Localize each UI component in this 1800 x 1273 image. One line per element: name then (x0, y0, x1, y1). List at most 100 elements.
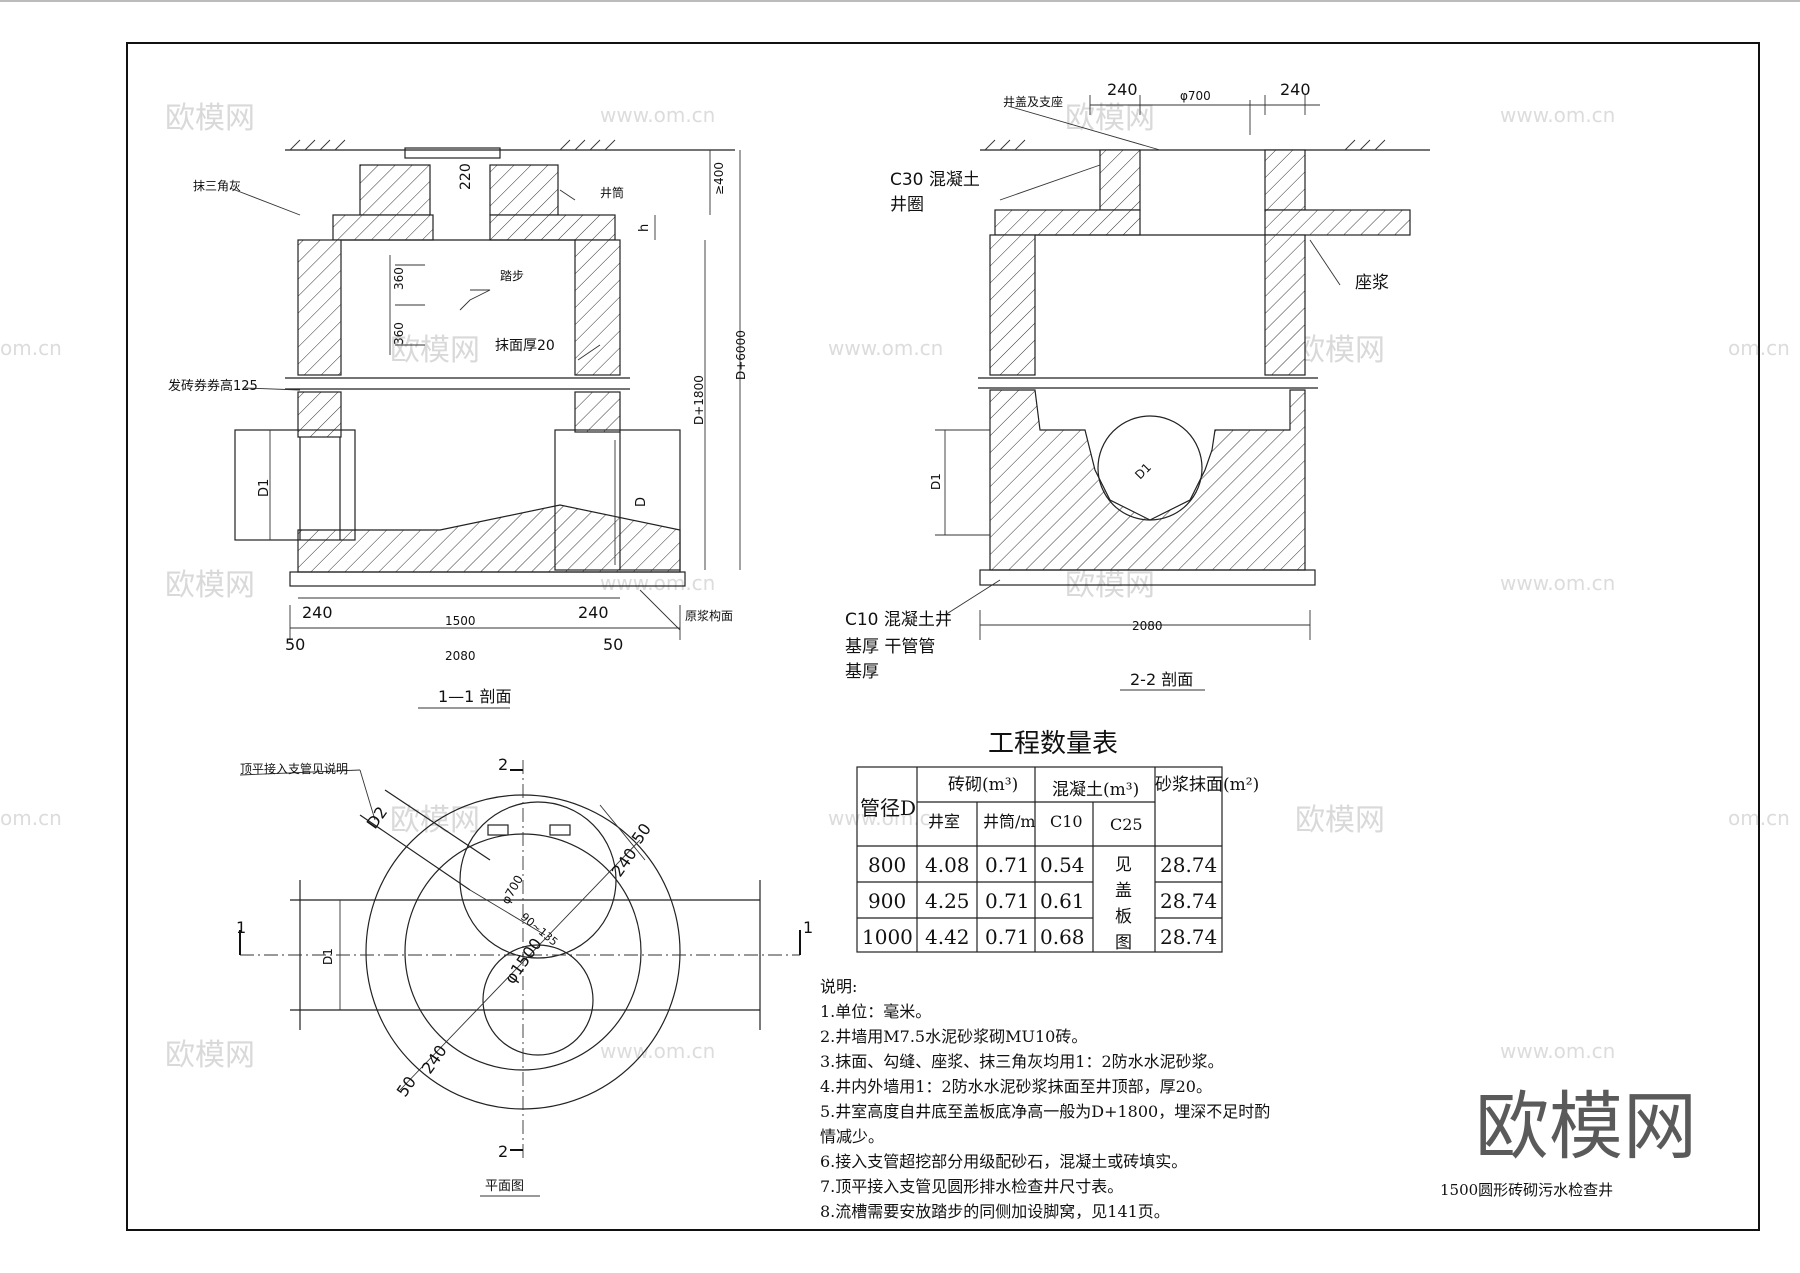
note-line: 情减少。 (820, 1127, 884, 1146)
cell-shaft: 0.71 (985, 853, 1030, 877)
cell-d: 1000 (862, 925, 913, 949)
svg-text:板: 板 (1115, 907, 1132, 927)
watermark-url: www.om.cn (600, 1039, 715, 1063)
watermark-logo: 欧模网 (1295, 803, 1385, 838)
cell-chamber: 4.25 (925, 889, 970, 913)
section-1-1-title: 1—1 剖面 (438, 687, 511, 706)
col-mortar: 砂浆抹面(m²) (1155, 775, 1259, 795)
label-grout-bed: 原浆构面 (685, 608, 733, 623)
cell-mortar: 28.74 (1160, 889, 1217, 913)
notes-heading: 说明: (820, 977, 857, 996)
sheet-frame (126, 42, 1760, 1231)
quantity-table: 工程数量表 管径D 砖砌(m³) 混凝土(m³) 砂浆抹面(m²) 井室 井筒/… (856, 729, 1259, 953)
watermark-logo: 欧模网 (165, 1038, 255, 1073)
note-line: 7.顶平接入支管见圆形排水检查井尺寸表。 (820, 1177, 1123, 1196)
watermark-url: om.cn (1728, 336, 1790, 360)
mark-1-right: 1 (803, 918, 813, 937)
cell-c10: 0.61 (1040, 889, 1085, 913)
label-phi700: φ700 (498, 873, 526, 907)
dim-h: h (637, 224, 652, 232)
dim-240-right: 240 (1280, 80, 1311, 99)
label-50-bottom: 50 (393, 1073, 420, 1101)
watermark-url: www.om.cn (828, 806, 943, 830)
dim-d1-circle: D1 (1132, 460, 1154, 482)
dim-d-plus-6000: D+6000 (734, 330, 748, 380)
note-line: 1.单位：毫米。 (820, 1002, 931, 1021)
dim-1500: 1500 (445, 614, 476, 628)
watermark-logo: 欧模网 (165, 568, 255, 603)
dim-d-plus-1800: D+1800 (692, 375, 706, 425)
watermark-logo: 欧模网 (1295, 333, 1385, 368)
label-cover-seat: 井盖及支座 (1003, 94, 1063, 109)
watermark-logo: 欧模网 (390, 803, 480, 838)
table-title: 工程数量表 (988, 729, 1118, 759)
label-branch-note: 顶平接入支管见说明 (240, 761, 348, 776)
table-row: 1000 4.42 0.71 0.68 28.74 (862, 925, 1217, 949)
col-brick: 砖砌(m³) (948, 775, 1018, 795)
note-line: 3.抹面、勾缝、座浆、抹三角灰均用1：2防水水泥砂浆。 (820, 1052, 1224, 1071)
label-shaft: 井筒 (600, 185, 624, 200)
dim-220: 220 (458, 163, 474, 190)
label-d2: D2 (363, 803, 391, 832)
note-line: 2.井墙用M7.5水泥砂浆砌MU10砖。 (820, 1027, 1087, 1046)
mark-2-top: 2 (498, 755, 508, 774)
dim-d: D (634, 497, 649, 507)
dim-240-right: 240 (578, 603, 609, 622)
label-c30: C30 混凝土 (890, 170, 980, 190)
note-line: 4.井内外墙用1：2防水水泥砂浆抹面至井顶部，厚20。 (820, 1077, 1212, 1096)
note-line: 5.井室高度自井底至盖板底净高一般为D+1800，埋深不足时酌 (820, 1102, 1270, 1121)
label-seat-grout: 座浆 (1355, 273, 1389, 293)
watermark-logo: 欧模网 (390, 333, 480, 368)
cell-d: 900 (868, 889, 906, 913)
svg-text:图: 图 (1115, 933, 1132, 953)
mark-1-left: 1 (236, 918, 246, 937)
dim-ge400: ≥400 (712, 162, 726, 195)
label-step: 踏步 (500, 269, 524, 283)
notes: 说明: 1.单位：毫米。 2.井墙用M7.5水泥砂浆砌MU10砖。 3.抹面、勾… (820, 977, 1270, 1221)
label-triangle-plaster: 抹三角灰 (193, 179, 241, 193)
mark-2-bottom: 2 (498, 1142, 508, 1161)
c25-merged-cell: 见 盖 板 图 (1115, 855, 1132, 953)
watermark-url: www.om.cn (600, 571, 715, 595)
dim-2080: 2080 (445, 649, 476, 663)
label-c10-line3: 基厚 (845, 662, 879, 682)
dim-360-bottom: 360 (392, 322, 406, 345)
col-pipe-dia: 管径D (860, 796, 916, 820)
label-c10-line2: 基厚 干管管 (845, 637, 935, 657)
dim-50-right: 50 (603, 635, 623, 654)
watermark-url: www.om.cn (828, 336, 943, 360)
watermark-url: www.om.cn (1500, 103, 1615, 127)
section-2-2-title: 2-2 剖面 (1130, 670, 1193, 689)
watermark-url: www.om.cn (1500, 1039, 1615, 1063)
watermark-logo: 欧模网 (165, 101, 255, 136)
watermark-url: www.om.cn (1500, 571, 1615, 595)
cell-shaft: 0.71 (985, 889, 1030, 913)
dim-2080: 2080 (1132, 619, 1163, 633)
label-brick-arch: 发砖券券高125 (168, 378, 258, 394)
watermark-logo: 欧模网 (1065, 101, 1155, 136)
cell-c10: 0.68 (1040, 925, 1085, 949)
table-row: 900 4.25 0.71 0.61 28.74 (868, 889, 1217, 913)
dim-240-left: 240 (1107, 80, 1138, 99)
label-240-bottom: 240 (418, 1041, 451, 1077)
watermark-url: om.cn (1728, 806, 1790, 830)
label-ring: 井圈 (890, 195, 924, 215)
cell-c10: 0.54 (1040, 853, 1085, 877)
svg-text:盖: 盖 (1115, 881, 1132, 901)
watermark-url: om.cn (0, 336, 62, 360)
watermark-url: www.om.cn (600, 103, 715, 127)
col-c10: C10 (1050, 812, 1083, 831)
cell-shaft: 0.71 (985, 925, 1030, 949)
cell-mortar: 28.74 (1160, 925, 1217, 949)
col-chamber: 井室 (928, 812, 960, 831)
col-concrete: 混凝土(m³) (1052, 780, 1139, 800)
brand-logo: 欧模网 (1475, 1084, 1697, 1170)
col-c25: C25 (1110, 815, 1143, 834)
cell-chamber: 4.08 (925, 853, 970, 877)
cell-chamber: 4.42 (925, 925, 970, 949)
dim-50-left: 50 (285, 635, 305, 654)
plan-view: 顶平接入支管见说明 D2 D1 φ700 90~135 φ1500 240 50… (236, 755, 813, 1197)
label-d1: D1 (321, 948, 335, 965)
svg-text:见: 见 (1115, 855, 1132, 875)
